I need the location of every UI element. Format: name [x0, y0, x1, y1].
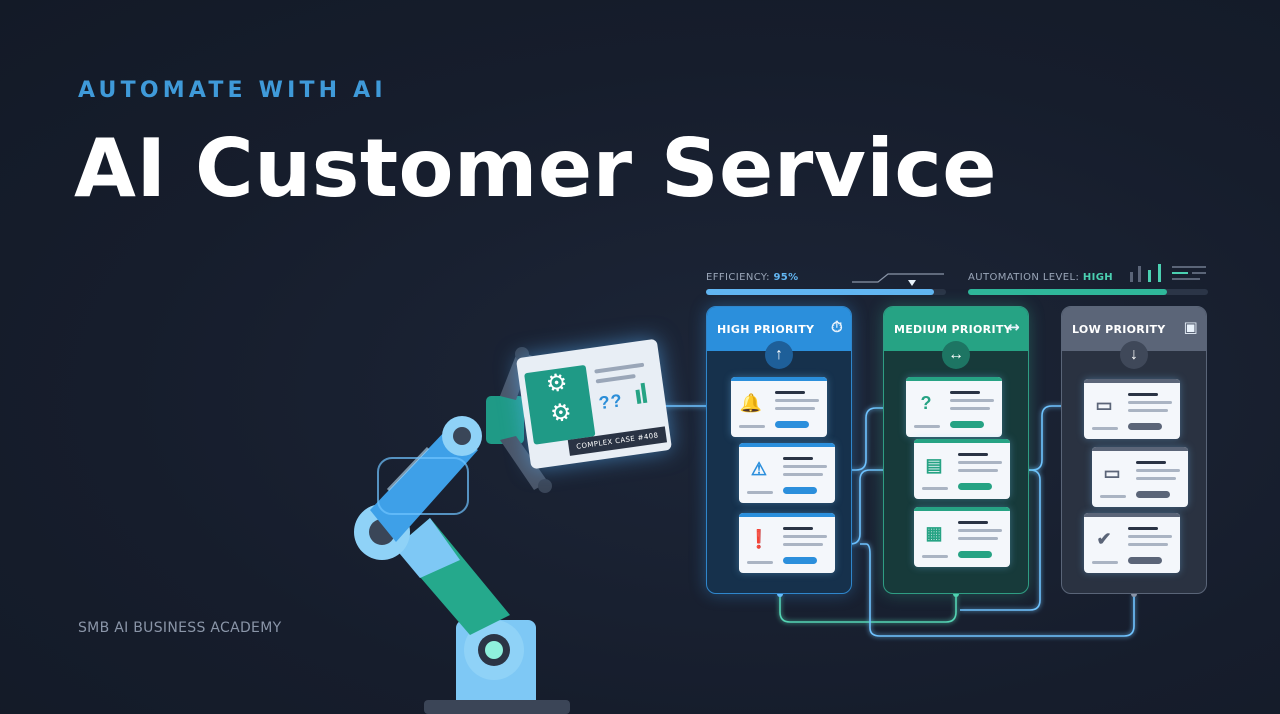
ticket-card[interactable]: ✔ [1084, 513, 1180, 573]
alarm-icon: 🔔 [739, 393, 763, 413]
column-title: LOW PRIORITY [1072, 323, 1166, 336]
file-icon: ▦ [925, 523, 943, 543]
footer-brand: SMB AI BUSINESS ACADEMY [78, 620, 282, 636]
case-screen: ⚙⚙ ?? COMPLEX CASE #408 [515, 338, 673, 470]
efficiency-bar [706, 289, 946, 295]
automation-stat: AUTOMATION LEVEL: HIGH [968, 272, 1114, 283]
checkmark-circle-icon: ✔ [1096, 529, 1112, 549]
efficiency-stat: EFFICIENCY: 95% [706, 272, 799, 283]
archive-box-icon: ▣ [1183, 318, 1198, 336]
column-header: MEDIUM PRIORITY ↔ [884, 307, 1028, 351]
chat-bubble-icon: ▭ [1095, 395, 1113, 415]
column-low-priority[interactable]: LOW PRIORITY ▣ ↓ ▭ ▭ ✔ [1061, 306, 1207, 594]
ticket-card[interactable]: ❗ [739, 513, 835, 573]
ticket-card[interactable]: ▭ [1084, 379, 1180, 439]
column-medium-priority[interactable]: MEDIUM PRIORITY ↔ ↔ ? ▤ ▦ [883, 306, 1029, 594]
automation-bar [968, 289, 1208, 295]
connector-lines [662, 405, 1135, 637]
question-marks: ?? [597, 390, 625, 414]
conversation-icon: ▭ [1103, 463, 1121, 483]
question-bubble-icon: ? [920, 393, 932, 413]
stopwatch-icon: ⏱ [830, 318, 843, 336]
gears-icon: ⚙⚙ [524, 364, 596, 445]
column-title: MEDIUM PRIORITY [894, 323, 1012, 336]
arrow-down-icon: ↓ [1120, 341, 1148, 369]
ticket-card[interactable]: ▤ [914, 439, 1010, 499]
arrows-horizontal-icon: ↔ [942, 341, 970, 369]
document-icon: ▤ [925, 455, 943, 475]
ticket-card[interactable]: ⚠ [739, 443, 835, 503]
eyebrow-label: AUTOMATE WITH AI [78, 78, 387, 103]
arrows-horizontal-icon: ↔ [1007, 318, 1020, 336]
warning-triangle-icon: ⚠ [750, 459, 768, 479]
page-title: AI Customer Service [74, 122, 998, 215]
column-title: HIGH PRIORITY [717, 323, 815, 336]
column-high-priority[interactable]: HIGH PRIORITY ⏱ ↑ 🔔 ⚠ ❗ [706, 306, 852, 594]
arrow-up-icon: ↑ [765, 341, 793, 369]
ticket-card[interactable]: ? [906, 377, 1002, 437]
ticket-card[interactable]: ▭ [1092, 447, 1188, 507]
ticket-card[interactable]: ▦ [914, 507, 1010, 567]
exclamation-circle-icon: ❗ [747, 529, 771, 549]
ticket-card[interactable]: 🔔 [731, 377, 827, 437]
robot-arm [354, 347, 570, 714]
